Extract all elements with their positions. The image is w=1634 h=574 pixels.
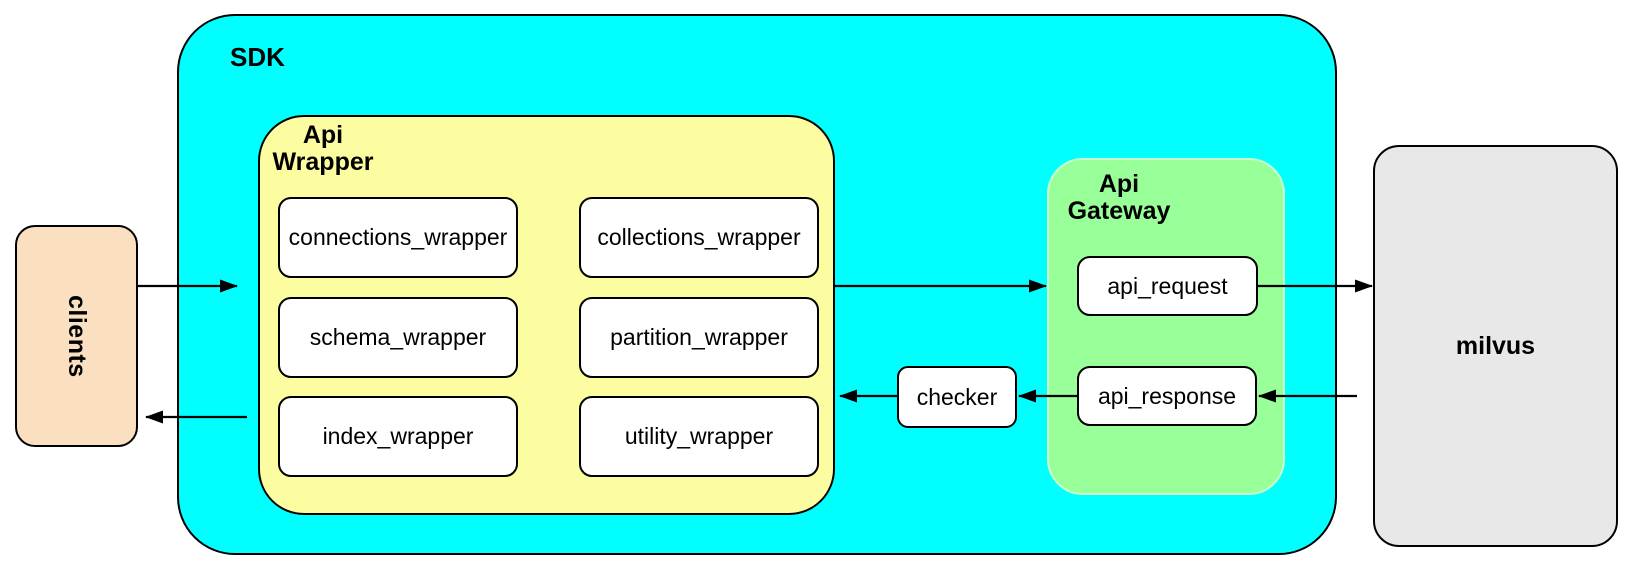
wrapper-box-schema-label: schema_wrapper: [309, 324, 487, 350]
api-request-label: api_request: [1107, 272, 1228, 299]
wrapper-box-utility: utility_wrapper: [579, 396, 819, 477]
api-wrapper-label-line1: Api: [302, 121, 344, 149]
api-gateway-label: Api Gateway: [1063, 171, 1175, 225]
wrapper-box-connections: connections_wrapper: [278, 197, 518, 278]
sdk-label: SDK: [230, 42, 285, 72]
wrapper-box-connections-label: connections_wrapper: [288, 224, 508, 250]
api-wrapper-container: Api Wrapper connections_wrapper collecti…: [258, 115, 835, 515]
api-wrapper-label: Api Wrapper: [270, 122, 376, 176]
api-gateway-container: Api Gateway: [1047, 158, 1285, 495]
wrapper-box-collections: collections_wrapper: [579, 197, 819, 278]
api-gateway-label-line2: Gateway: [1067, 197, 1171, 225]
checker-label: checker: [916, 383, 998, 410]
wrapper-box-schema: schema_wrapper: [278, 297, 518, 378]
clients-label: clients: [63, 294, 91, 378]
checker-node: checker: [897, 366, 1017, 428]
wrapper-box-partition-label: partition_wrapper: [610, 324, 788, 350]
api-wrapper-label-line2: Wrapper: [272, 148, 374, 176]
wrapper-box-index: index_wrapper: [278, 396, 518, 477]
wrapper-box-utility-label: utility_wrapper: [624, 423, 774, 449]
milvus-label: milvus: [1455, 331, 1536, 360]
clients-node: clients: [15, 225, 138, 447]
api-response-node: api_response: [1077, 366, 1257, 426]
api-request-node: api_request: [1077, 256, 1258, 316]
wrapper-box-partition: partition_wrapper: [579, 297, 819, 378]
milvus-node: milvus: [1373, 145, 1618, 547]
api-gateway-label-line1: Api: [1098, 170, 1140, 198]
api-response-label: api_response: [1097, 382, 1237, 409]
wrapper-box-index-label: index_wrapper: [322, 423, 474, 449]
wrapper-box-collections-label: collections_wrapper: [597, 224, 801, 250]
